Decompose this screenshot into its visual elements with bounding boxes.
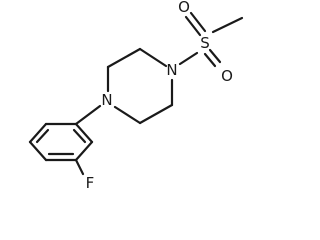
atom-oxygen-top: O — [178, 0, 190, 16]
ring-bond-top — [28, 122, 48, 144]
structure-diagram: N N S O O F — [28, 0, 244, 192]
atom-n-top: N — [166, 61, 177, 79]
ring-bond-bottom-right — [74, 140, 94, 162]
bond-sulfur-to-methyl — [211, 16, 244, 34]
bond-n-bottom-to-c-lower-right — [113, 105, 142, 125]
ring-double-bond-top — [35, 128, 50, 144]
bond-n-bottom-to-aryl — [74, 104, 102, 126]
bond-s-o-bottom-b — [208, 48, 222, 64]
ring-bond-right — [74, 122, 94, 144]
bond-n-top-to-c-upper-left — [138, 47, 168, 68]
bond-s-o-bottom-a — [203, 52, 217, 68]
bond-n-top-to-sulfur — [178, 51, 199, 66]
bond-ring-to-fluorine — [74, 158, 85, 176]
methylsulfonyl-group — [178, 11, 244, 68]
ring-double-bond-right — [72, 128, 87, 144]
atom-fluorine: F — [86, 174, 95, 192]
bond-c-upper-left-to-c-left — [106, 47, 142, 69]
piperazine-ring — [106, 47, 174, 125]
atom-sulfur: S — [200, 34, 210, 52]
atom-oxygen-bottom: O — [221, 67, 233, 85]
bond-c-lower-right-to-c-right — [138, 103, 174, 125]
molecule-drawing: N N S O O F — [28, 0, 244, 192]
bond-s-o-top-a — [184, 15, 202, 37]
bond-s-o-top-b — [189, 11, 207, 33]
ring-bond-left — [28, 140, 48, 162]
atom-n-bottom: N — [101, 91, 112, 109]
fluorophenyl-ring — [28, 122, 94, 162]
